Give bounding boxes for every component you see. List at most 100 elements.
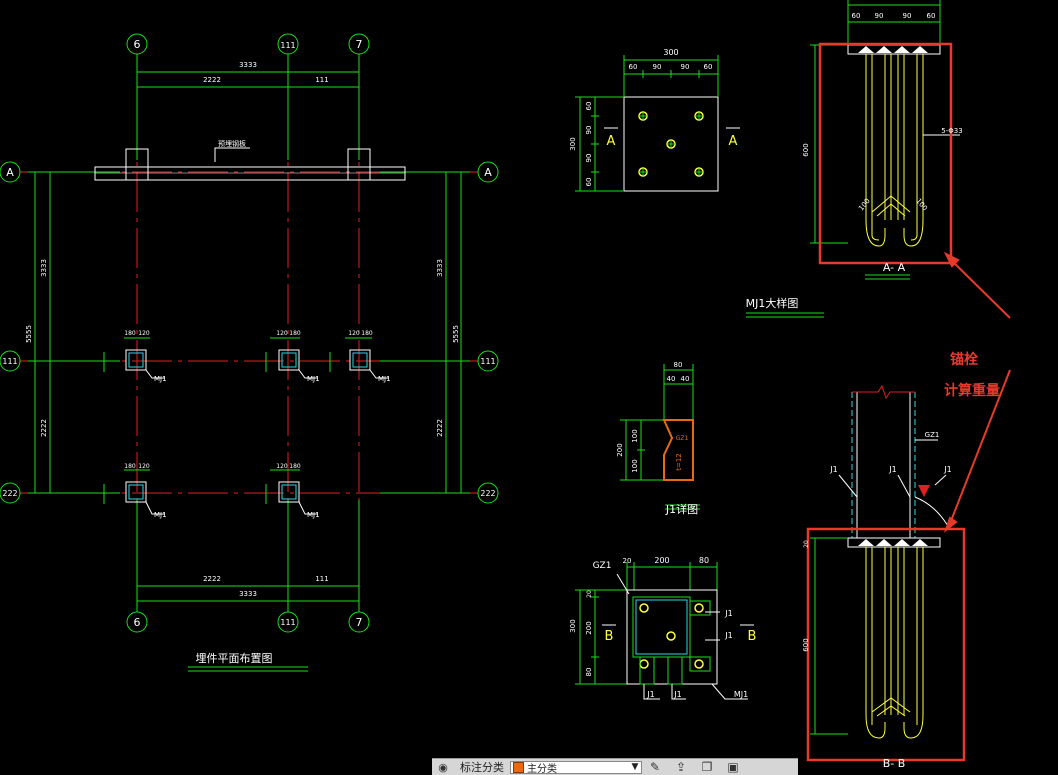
gz-side-seg-2: 200 <box>585 621 593 634</box>
gz1-detail <box>575 562 754 700</box>
aa-dim-seg-2: 90 <box>875 12 884 20</box>
col-dim-b: 120 <box>138 330 150 337</box>
mj1-side-seg-2: 90 <box>585 126 593 135</box>
gz-side-total: 300 <box>569 619 577 632</box>
plan-title: 埋件平面布置图 <box>196 652 273 665</box>
col-dim-a: 180 <box>289 463 301 470</box>
dim-left-lower: 2222 <box>40 419 48 437</box>
gz-j1-label-2: J1 <box>724 631 732 640</box>
aa-dim-height: 600 <box>802 143 810 156</box>
col-dim-b: 120 <box>276 463 288 470</box>
axis-left-1: A <box>6 166 14 179</box>
annotation-callout <box>943 251 1011 533</box>
aa-dim-seg-1: 60 <box>852 12 861 20</box>
col-dim-b: 120 <box>138 463 150 470</box>
dim-right-upper: 3333 <box>436 259 444 277</box>
bb-dim-top: 20 <box>803 540 810 548</box>
lock-icon[interactable]: ▣ <box>727 760 739 774</box>
section-aa <box>810 0 960 280</box>
axis-left-3: 222 <box>2 489 17 498</box>
annotation-line-1: 锚栓 <box>950 351 978 368</box>
section-bb <box>806 384 966 762</box>
dim-bottom-left: 2222 <box>203 575 221 583</box>
embed-label: MJ1 <box>154 511 167 519</box>
mj1-dim-seg-3: 90 <box>681 63 690 71</box>
layer-color-swatch <box>513 761 524 773</box>
gz-dim-seg-3: 80 <box>699 556 709 565</box>
aa-title: A- A <box>883 261 906 274</box>
j1-title: J1详图 <box>665 502 698 516</box>
copy-icon[interactable]: ❐ <box>701 760 713 774</box>
mj1-section-mark-right: A <box>729 134 738 149</box>
axis-top-3: 7 <box>356 38 363 51</box>
dim-top-left: 2222 <box>203 76 221 84</box>
dim-left-total: 5555 <box>25 325 33 343</box>
dim-bottom-total: 3333 <box>239 590 257 598</box>
mj1-section-mark-left: A <box>607 134 616 149</box>
gz-dim-seg-2: 200 <box>654 556 669 565</box>
mj1-dim-seg-4: 60 <box>704 63 713 71</box>
axis-bottom-2: 111 <box>280 618 295 627</box>
axis-bottom-1: 6 <box>134 616 141 629</box>
mj1-title: MJ1大样图 <box>746 296 799 310</box>
aa-dim-seg-4: 60 <box>927 12 936 20</box>
aa-bend-b: 100 <box>914 197 929 212</box>
gz-j1-label-3: J1 <box>646 690 654 699</box>
annotation-category-label: 标注分类 <box>460 761 504 774</box>
plan-view <box>0 33 499 672</box>
mj1-side-seg-4: 60 <box>585 178 593 187</box>
mj1-side-seg-3: 90 <box>585 154 593 163</box>
bb-j1-label-2: J1 <box>888 465 896 474</box>
bb-gz-label: GZ1 <box>925 431 940 439</box>
embed-label: MJ1 <box>154 375 167 383</box>
j1-detail <box>620 364 700 510</box>
mj1-side-total: 300 <box>569 137 577 150</box>
export-icon[interactable]: ⇪ <box>675 760 687 774</box>
j1-dim-top-seg-2: 40 <box>681 375 690 383</box>
gz-section-mark-right: B <box>748 629 757 644</box>
col-dim-b: 120 <box>348 330 360 337</box>
axis-bottom-3: 7 <box>356 616 363 629</box>
aa-bar-note: 5-Φ33 <box>941 127 962 135</box>
embed-label: MJ1 <box>378 375 391 383</box>
beam-note: 预埋钢板 <box>218 139 246 148</box>
dim-left-upper: 3333 <box>40 259 48 277</box>
annotation-category-icon[interactable]: ◉ <box>438 760 448 774</box>
axis-left-2: 111 <box>2 357 17 366</box>
mj1-side-seg-1: 60 <box>585 102 593 111</box>
col-dim-a: 180 <box>289 330 301 337</box>
gz-j1-label-1: J1 <box>724 609 732 618</box>
axis-top-2: 111 <box>280 41 295 50</box>
col-dim-a: 180 <box>361 330 373 337</box>
layer-name: 主分类 <box>527 763 557 775</box>
j1-side-seg-2: 100 <box>631 459 639 472</box>
mj1-dim-total: 300 <box>663 48 678 57</box>
gz-side-seg-1: 20 <box>586 590 593 598</box>
j1-plate-code: GZ1 <box>676 435 689 442</box>
edit-icon[interactable]: ✎ <box>649 760 661 774</box>
dim-bottom-right: 111 <box>315 575 328 583</box>
axis-right-2: 111 <box>480 357 495 366</box>
j1-dim-height: 200 <box>616 443 624 456</box>
mj1-detail <box>575 55 824 318</box>
gz-j1-label-4: J1 <box>673 690 681 699</box>
dim-top-right: 111 <box>315 76 328 84</box>
gz-side-seg-3: 80 <box>585 668 593 677</box>
layer-select[interactable]: 主分类 ▼ <box>510 760 642 775</box>
gz-mj-label: MJ1 <box>734 690 748 699</box>
embed-label: MJ1 <box>307 375 320 383</box>
j1-side-seg-1: 100 <box>631 429 639 442</box>
aa-bend-a: 100 <box>857 197 872 212</box>
col-dim-b: 120 <box>276 330 288 337</box>
axis-right-1: A <box>484 166 492 179</box>
axis-right-3: 222 <box>480 489 495 498</box>
col-dim-a: 180 <box>124 330 136 337</box>
gz-section-mark-left: B <box>605 629 614 644</box>
gz-dim-seg-1: 20 <box>623 557 632 565</box>
annotation-line-2: 计算重量 <box>944 382 1000 399</box>
chevron-down-icon: ▼ <box>631 762 639 772</box>
j1-plate-label: t=12 <box>675 453 683 471</box>
mj1-dim-seg-1: 60 <box>629 63 638 71</box>
col-dim-a: 180 <box>124 463 136 470</box>
